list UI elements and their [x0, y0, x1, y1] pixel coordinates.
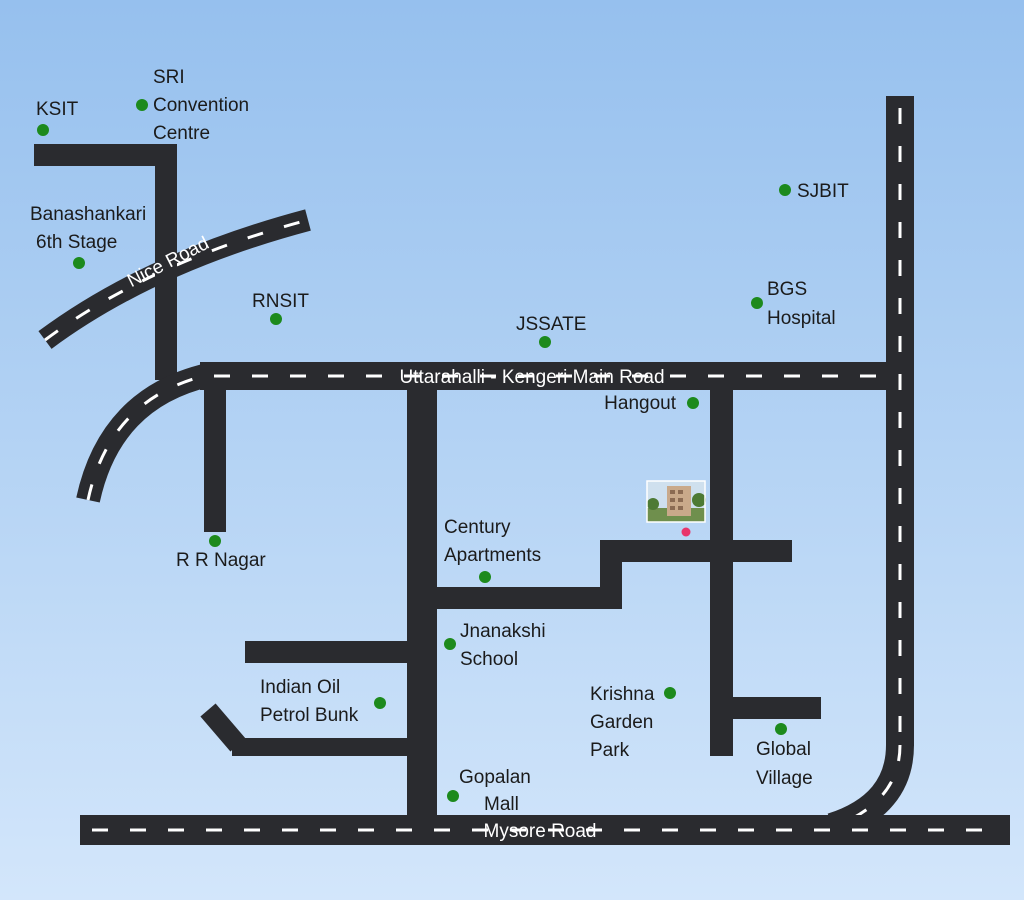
century-road-lower	[435, 587, 622, 609]
road-network	[34, 96, 1010, 845]
poi-dot	[751, 297, 763, 309]
poi-hangout: Hangout	[604, 393, 699, 414]
poi-label: SRI Convention Centre	[153, 67, 254, 144]
central-road	[407, 388, 437, 818]
poi-label: Jnanakshi School	[460, 621, 551, 670]
poi-dot	[136, 99, 148, 111]
poi-label: Hangout	[604, 393, 677, 414]
poi-label: KSIT	[36, 99, 79, 120]
project-site	[646, 480, 706, 537]
poi-label: RNSIT	[252, 291, 309, 312]
poi-dot	[270, 313, 282, 325]
poi-dot	[37, 124, 49, 136]
poi-label: Century Apartments	[444, 517, 541, 566]
site-location-marker	[681, 527, 691, 537]
poi-gopalan-mall: Gopalan Mall	[447, 767, 536, 815]
poi-century-apartments: Century Apartments	[444, 517, 541, 583]
poi-label: Global Village	[756, 739, 816, 789]
poi-label: Indian Oil Petrol Bunk	[260, 677, 359, 726]
poi-rr-nagar: R R Nagar	[176, 535, 266, 571]
mysore-road-label: Mysore Road	[484, 821, 597, 842]
inner-right-road	[710, 388, 733, 756]
poi-indian-oil-petrol-bunk: Indian Oil Petrol Bunk	[260, 677, 386, 726]
top-left-road-vertical	[155, 144, 177, 380]
poi-dot	[447, 790, 459, 802]
left-curved-road	[76, 363, 211, 503]
indian-oil-diagonal-road	[200, 703, 246, 752]
indian-oil-lower-road	[232, 738, 409, 756]
top-left-road-horizontal	[34, 144, 177, 166]
poi-rnsit: RNSIT	[252, 291, 309, 325]
century-road-upper	[600, 540, 792, 562]
poi-label: SJBIT	[797, 181, 849, 202]
poi-dot	[73, 257, 85, 269]
poi-label: R R Nagar	[176, 550, 266, 571]
poi-dot	[664, 687, 676, 699]
building-thumbnail	[646, 480, 706, 523]
poi-label: Krishna Garden Park	[590, 684, 660, 761]
indian-oil-upper-road	[245, 641, 409, 663]
poi-dot	[779, 184, 791, 196]
poi-label: JSSATE	[516, 314, 586, 335]
poi-banashankari: Banashankari 6th Stage	[30, 204, 151, 269]
poi-ksit: KSIT	[36, 99, 79, 136]
poi-jnanakshi-school: Jnanakshi School	[444, 621, 551, 670]
poi-sjbit: SJBIT	[779, 181, 849, 202]
main-road-label: Uttarahalli - Kengeri Main Road	[399, 367, 664, 388]
poi-sri-convention-centre: SRI Convention Centre	[136, 67, 254, 144]
poi-dot	[479, 571, 491, 583]
poi-jssate: JSSATE	[516, 314, 586, 348]
rr-nagar-road	[204, 388, 226, 532]
poi-dot	[444, 638, 456, 650]
poi-krishna-garden-park: Krishna Garden Park	[590, 684, 676, 761]
poi-dot	[687, 397, 699, 409]
poi-dot	[539, 336, 551, 348]
poi-label: Gopalan Mall	[459, 767, 536, 815]
poi-dot	[374, 697, 386, 709]
poi-label: Banashankari 6th Stage	[30, 204, 151, 253]
poi-bgs-hospital: BGS Hospital	[751, 279, 836, 329]
poi-global-village: Global Village	[756, 723, 816, 789]
poi-dot	[775, 723, 787, 735]
poi-label: BGS Hospital	[767, 279, 836, 329]
poi-dot	[209, 535, 221, 547]
global-village-road	[731, 697, 821, 719]
